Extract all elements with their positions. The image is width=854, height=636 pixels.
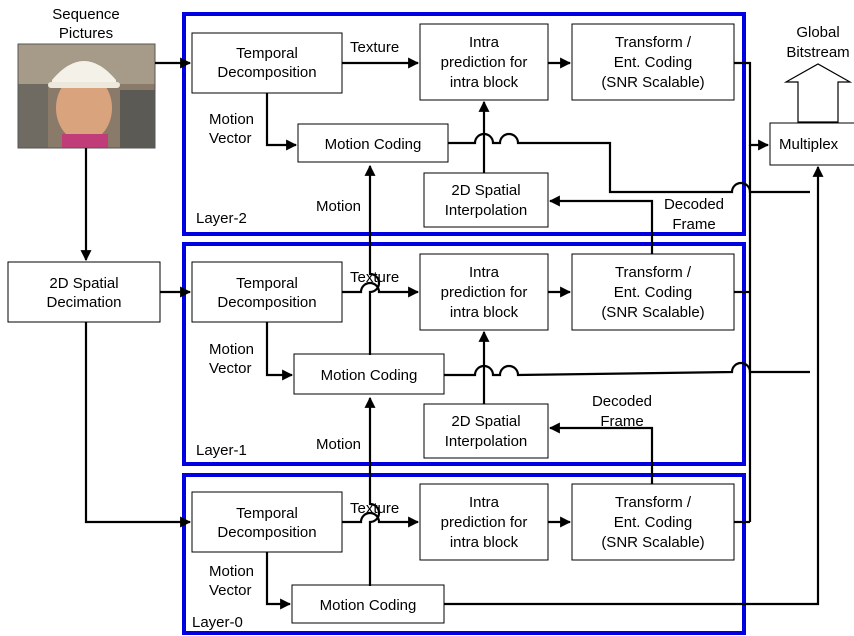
layer-0-intra-box xyxy=(419,483,549,561)
layer-1-decoded-label-2: Frame xyxy=(600,413,643,430)
global-bitstream-label-1: Global xyxy=(796,24,839,41)
layer-2-interp-label-1: 2D Spatial xyxy=(451,182,520,199)
layer-2-motion-vector-label-1: Motion xyxy=(209,111,254,128)
layer-2-transform-label-3: (SNR Scalable) xyxy=(601,74,704,91)
sequence-pictures-image xyxy=(17,43,156,149)
layer-0-frame xyxy=(182,473,746,635)
layer-1-transform-label-1: Transform / xyxy=(615,264,692,281)
layer-0-label: Layer-0 xyxy=(192,614,243,631)
layer-1-interp-box xyxy=(423,403,549,459)
layer-1-interp-label-1: 2D Spatial xyxy=(451,413,520,430)
layer-1-transform-label-3: (SNR Scalable) xyxy=(601,304,704,321)
layer-2-interp-label-2: Interpolation xyxy=(445,202,528,219)
layer-0-temporal-label-2: Decomposition xyxy=(217,524,316,541)
layer-2-transform-label-2: Ent. Coding xyxy=(614,54,692,71)
layer-0-texture-label: Texture xyxy=(350,500,399,517)
layer-2-intra-label-2: prediction for xyxy=(441,54,528,71)
layer-2-interp-box xyxy=(423,172,549,228)
layer-0-temporal-box xyxy=(191,491,343,553)
layer-1-interp-label-2: Interpolation xyxy=(445,433,528,450)
output-up-arrow xyxy=(783,63,853,123)
sequence-pictures-label-1: Sequence xyxy=(52,6,120,23)
layer-1-frame xyxy=(182,242,746,466)
layer-1-motion-vector-label-2: Vector xyxy=(209,360,252,377)
layer-1-intra-box xyxy=(419,253,549,331)
layer-1-temporal-box xyxy=(191,261,343,323)
layer-1-motion-label: Motion xyxy=(316,436,361,453)
layer-2-temporal-label-1: Temporal xyxy=(236,45,298,62)
layer-2-intra-label-1: Intra xyxy=(469,34,500,51)
spatial-decimation-box xyxy=(7,261,161,323)
layer-1-transform-box xyxy=(571,253,735,331)
layer-1-motion-coding-box xyxy=(293,353,445,395)
layer-0-motion-coding-box xyxy=(291,584,445,624)
connections xyxy=(80,57,824,610)
spatial-decimation-label-1: 2D Spatial xyxy=(49,275,118,292)
layer-0-motion-vector-label-1: Motion xyxy=(209,563,254,580)
layer-0-temporal-label-1: Temporal xyxy=(236,505,298,522)
layer-1-temporal-label-1: Temporal xyxy=(236,275,298,292)
layer-0-transform-box xyxy=(571,483,735,561)
layer-0-motion-vector-label-2: Vector xyxy=(209,582,252,599)
layer-2-motion-coding-box xyxy=(297,123,449,163)
layer-2-motion-coding-label: Motion Coding xyxy=(325,136,422,153)
sequence-pictures-label-2: Pictures xyxy=(59,25,113,42)
multiplex-box xyxy=(769,122,854,166)
layer-0-transform-label-1: Transform / xyxy=(615,494,692,511)
layer-2-frame xyxy=(182,12,746,236)
layer-2-decoded-label-1: Decoded xyxy=(664,196,724,213)
layer-2-temporal-label-2: Decomposition xyxy=(217,64,316,81)
layer-2-temporal-box xyxy=(191,32,343,94)
layer-1-intra-label-2: prediction for xyxy=(441,284,528,301)
layer-2-transform-label-1: Transform / xyxy=(615,34,692,51)
layer-1-temporal-label-2: Decomposition xyxy=(217,294,316,311)
layer-1-motion-coding-label: Motion Coding xyxy=(321,367,418,384)
multiplex-label: Multiplex xyxy=(779,136,839,153)
layer-1-texture-label: Texture xyxy=(350,269,399,286)
layer-2-intra-box xyxy=(419,23,549,101)
layer-1-motion-vector-label-1: Motion xyxy=(209,341,254,358)
layer-1-label: Layer-1 xyxy=(196,442,247,459)
layer-1-intra-label-1: Intra xyxy=(469,264,500,281)
layer-2-motion-label: Motion xyxy=(316,198,361,215)
layer-0-intra-label-2: prediction for xyxy=(441,514,528,531)
layer-1-transform-label-2: Ent. Coding xyxy=(614,284,692,301)
layer-0-intra-label-1: Intra xyxy=(469,494,500,511)
layer-2-motion-vector-label-2: Vector xyxy=(209,130,252,147)
layer-1-intra-label-3: intra block xyxy=(450,304,519,321)
layer-0-transform-label-3: (SNR Scalable) xyxy=(601,534,704,551)
layer-0-intra-label-3: intra block xyxy=(450,534,519,551)
layer-2-texture-label: Texture xyxy=(350,39,399,56)
layer-2-decoded-label-2: Frame xyxy=(672,216,715,233)
layer-2-intra-label-3: intra block xyxy=(450,74,519,91)
layer-1-decoded-label-1: Decoded xyxy=(592,393,652,410)
global-bitstream-label-2: Bitstream xyxy=(786,44,849,61)
layer-2-transform-box xyxy=(571,23,735,101)
layer-2-label: Layer-2 xyxy=(196,210,247,227)
layer-0-motion-coding-label: Motion Coding xyxy=(320,597,417,614)
spatial-decimation-label-2: Decimation xyxy=(46,294,121,311)
layer-0-transform-label-2: Ent. Coding xyxy=(614,514,692,531)
